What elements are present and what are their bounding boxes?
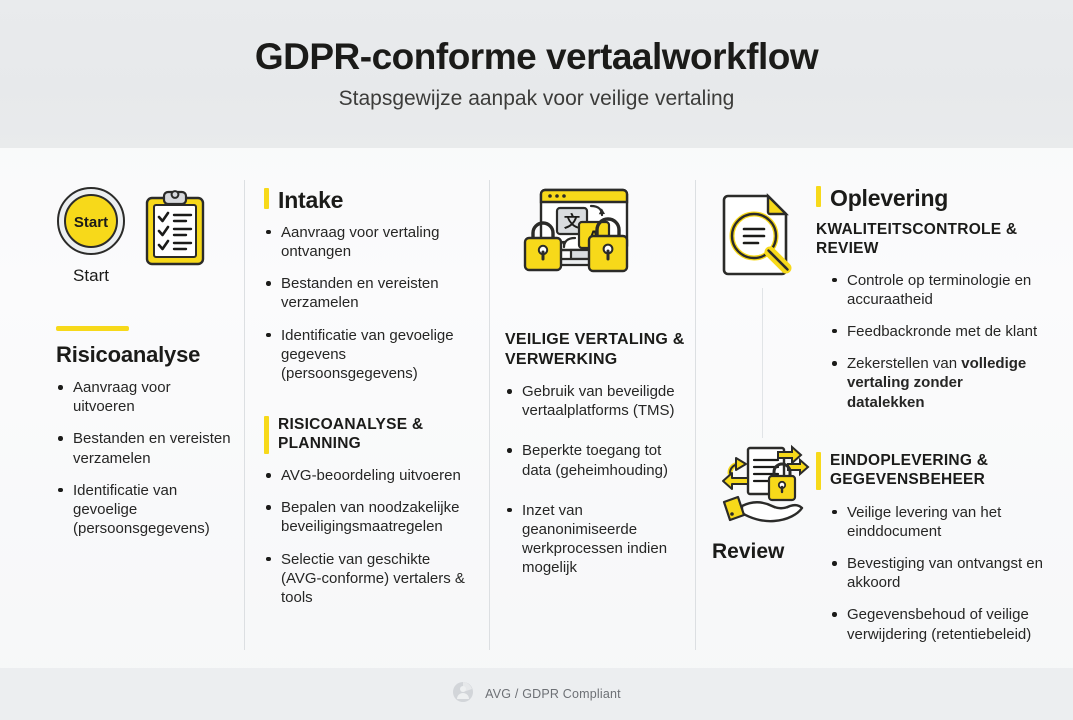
column4-icon-rail: Review (712, 190, 816, 564)
review-icon-caption: Review (712, 540, 785, 563)
list-item: AVG-beoordeling uitvoeren (264, 466, 472, 485)
intake-heading-row: Intake (264, 187, 472, 214)
header-band: GDPR-conforme vertaalworkflow Stapsgewij… (0, 0, 1073, 148)
oplevering-heading-row: Oplevering (816, 185, 1044, 212)
column-intake-planning: Intake Aanvraag voor vertaling ontvangen… (264, 187, 472, 607)
eindoplevering-heading: EINDOPLEVERING & GEGEVENSBEHEER (830, 451, 989, 488)
accent-bar-icon (264, 188, 269, 209)
risicoanalyse-bullet-list: Aanvraag voor uitvoeren Bestanden en ver… (56, 378, 236, 538)
divider-col3-col4 (695, 180, 696, 650)
divider-col2-col3 (489, 180, 490, 650)
col1-icon-row: Start Start (56, 186, 236, 286)
column-veilige-vertaling: 文 A (505, 186, 685, 578)
list-item: Aanvraag voor uitvoeren (56, 378, 236, 416)
eindoplevering-bullet-list: Veilige levering van het einddocument Be… (830, 503, 1044, 644)
start-icon-caption: Start (73, 266, 109, 285)
eindoplevering-heading-row: EINDOPLEVERING & GEGEVENSBEHEER (816, 451, 1044, 490)
column-oplevering: Oplevering KWALITEITSCONTROLE & REVIEW C… (816, 185, 1044, 644)
column-risicoanalyse: Start Start (56, 186, 236, 538)
list-item: Gegevensbehoud of veilige verwijdering (… (830, 605, 1044, 643)
oplevering-bullet-list: Controle op terminologie en accuraatheid… (830, 271, 1044, 412)
intake-heading: Intake (278, 187, 344, 213)
bullet-text-emphasis: volledige vertaling zonder datalekken (847, 355, 1027, 411)
list-item: Bestanden en vereisten verzamelen (56, 429, 236, 467)
compliance-badge-icon (452, 681, 474, 708)
divider-col1-col2 (244, 180, 245, 650)
list-item: Bepalen van noodzakelijke beveiligingsma… (264, 498, 472, 536)
risicoanalyse-accent-rule (56, 326, 129, 331)
list-item: Feedbackronde met de klant (830, 322, 1044, 341)
intake-bullet-list: Aanvraag voor vertaling ontvangen Bestan… (264, 223, 472, 383)
bullet-text: Zekerstellen van (847, 355, 962, 373)
svg-text:Start: Start (74, 214, 108, 231)
list-item: Inzet van geanonimiseerde werkprocessen … (505, 501, 685, 578)
kwaliteitscontrole-heading: KWALITEITSCONTROLE & REVIEW (816, 220, 1018, 257)
list-item: Bestanden en vereisten verzamelen (264, 274, 472, 312)
footer-label: AVG / GDPR Compliant (485, 687, 621, 701)
list-item: Bevestiging van ontvangst en akkoord (830, 554, 1044, 592)
accent-bar-icon (264, 416, 269, 455)
list-item: Controle op terminologie en accuraatheid (830, 271, 1044, 309)
oplevering-title: Oplevering (830, 185, 949, 211)
clipboard-checklist-icon (144, 189, 206, 272)
workflow-board: Start Start (0, 148, 1073, 668)
veilige-vertaling-heading: VEILIGE VERTALING & VERWERKING (505, 331, 685, 368)
start-button-icon: Start Start (56, 186, 126, 286)
page-subtitle: Stapsgewijze aanpak voor veilige vertali… (338, 87, 735, 111)
list-item: Identificatie van gevoelige (persoonsgeg… (56, 481, 236, 539)
page-title: GDPR-conforme vertaalworkflow (254, 35, 819, 77)
list-item: Identificatie van gevoelige gegevens (pe… (264, 326, 472, 384)
list-item: Selectie van geschikte (AVG-conforme) ve… (264, 550, 472, 608)
risicoanalyse-heading: Risicoanalyse (56, 342, 201, 367)
risicoanalyse-planning-heading: RISICOANALYSE & PLANNING (278, 416, 424, 452)
svg-text:文: 文 (564, 212, 581, 231)
secure-translation-icon: 文 A (519, 186, 685, 287)
list-item: Gebruik van beveiligde vertaalplatforms … (505, 382, 685, 420)
veilige-vertaling-bullet-list: Gebruik van beveiligde vertaalplatforms … (505, 382, 685, 578)
document-review-icon (712, 190, 816, 287)
accent-bar-icon (816, 451, 821, 490)
planning-bullet-list: AVG-beoordeling uitvoeren Bepalen van no… (264, 466, 472, 607)
list-item: Zekerstellen van volledige vertaling zon… (830, 354, 1044, 412)
list-item: Beperkte toegang tot data (geheimhouding… (505, 441, 685, 479)
accent-bar-icon (816, 186, 821, 207)
list-item: Veilige levering van het einddocument (830, 503, 1044, 541)
footer-band: AVG / GDPR Compliant (0, 668, 1073, 720)
connector-line-oplevering-review (762, 288, 763, 438)
secure-delivery-icon: Review (712, 444, 816, 564)
list-item: Aanvraag voor vertaling ontvangen (264, 223, 472, 261)
risicoanalyse-planning-heading-row: RISICOANALYSE & PLANNING (264, 416, 472, 455)
